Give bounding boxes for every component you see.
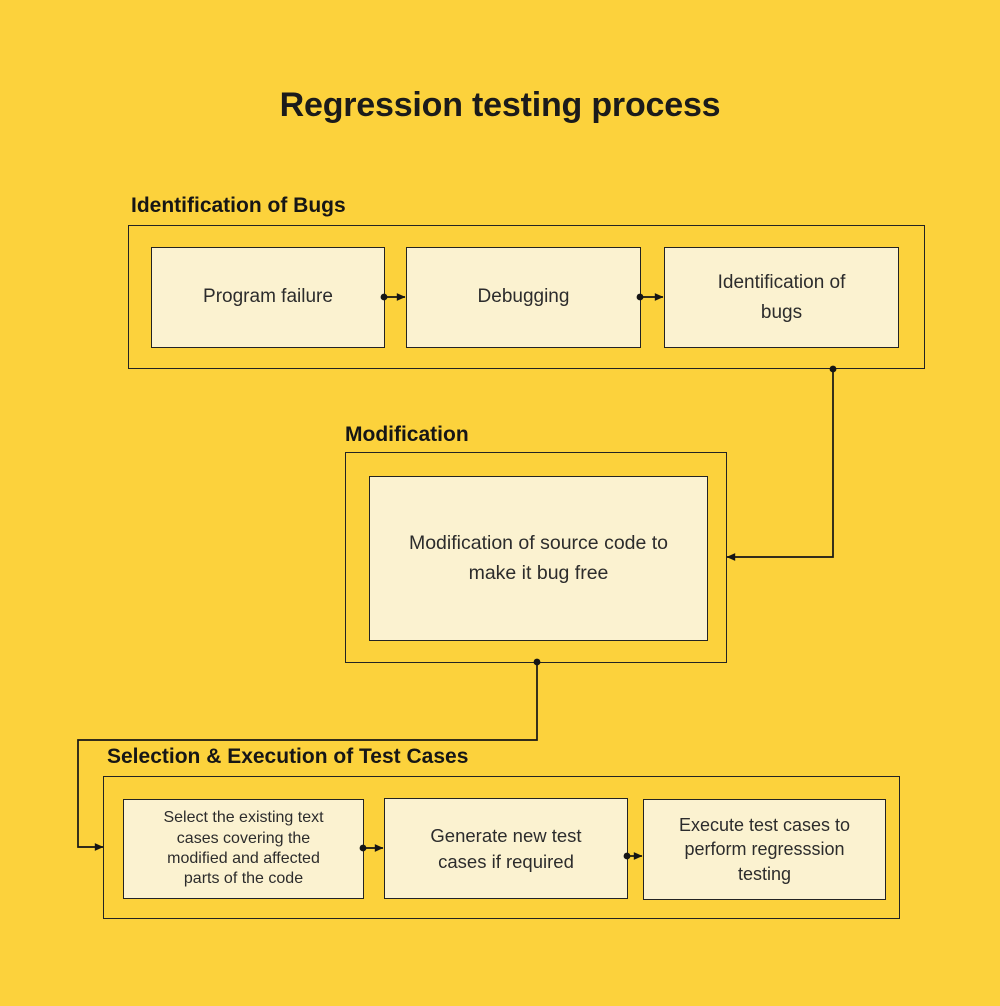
connector-identification-to-modification bbox=[726, 365, 837, 561]
node-debugging: Debugging bbox=[406, 247, 641, 348]
diagram-title: Regression testing process bbox=[279, 86, 721, 124]
node-program-failure: Program failure bbox=[151, 247, 385, 348]
section-container-identification-of-bugs: Program failure Debugging Identification… bbox=[128, 225, 925, 369]
node-execute-test-cases-text: Execute test cases to perform regresssio… bbox=[678, 815, 851, 884]
section-label-modification: Modification bbox=[345, 423, 469, 446]
section-container-modification: Modification of source code to make it b… bbox=[345, 452, 727, 663]
node-modification-of-source-code-text: Modification of source code to make it b… bbox=[408, 532, 669, 584]
node-generate-new-test-cases-text: Generate new test cases if required bbox=[430, 824, 582, 872]
section-label-identification-of-bugs: Identification of Bugs bbox=[131, 194, 346, 217]
node-identification-of-bugs: Identification of bugs bbox=[664, 247, 899, 348]
section-label-selection-execution-test-cases: Selection & Execution of Test Cases bbox=[107, 745, 469, 768]
node-select-existing-cases: Select the existing text cases covering … bbox=[123, 799, 364, 899]
node-select-existing-cases-text: Select the existing text cases covering … bbox=[163, 809, 324, 888]
node-program-failure-text: Program failure bbox=[203, 286, 333, 308]
section-container-selection-execution-test-cases: Select the existing text cases covering … bbox=[103, 776, 900, 919]
node-debugging-text: Debugging bbox=[477, 286, 570, 308]
node-execute-test-cases: Execute test cases to perform regresssio… bbox=[643, 799, 886, 900]
node-identification-of-bugs-text: Identification of bugs bbox=[717, 272, 846, 323]
node-generate-new-test-cases: Generate new test cases if required bbox=[384, 798, 628, 899]
node-modification-of-source-code: Modification of source code to make it b… bbox=[369, 476, 708, 641]
